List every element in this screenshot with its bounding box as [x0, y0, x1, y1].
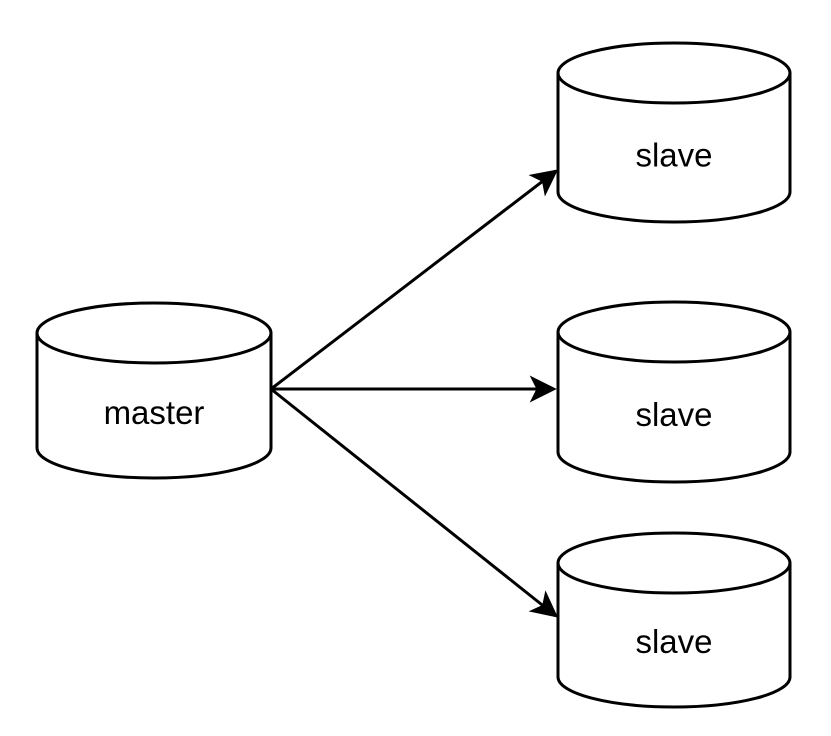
node-label-slave-3: slave — [635, 623, 712, 660]
node-label-slave-1: slave — [635, 137, 712, 174]
node-label-master: master — [104, 394, 205, 431]
node-label-slave-2: slave — [635, 396, 712, 433]
cylinder-body-master — [35, 333, 273, 480]
replication-arrow-master-to-slave-1 — [270, 169, 559, 391]
replication-arrow-master-to-slave-3 — [270, 387, 559, 618]
cylinder-body-slave-1 — [556, 73, 792, 224]
cylinder-top-slave-3 — [556, 531, 792, 595]
db-node-slave-1: slave — [556, 41, 792, 224]
cylinder-body-slave-3 — [556, 563, 792, 709]
cylinder-top-slave-1 — [556, 41, 792, 105]
cylinder-body-slave-2 — [556, 332, 792, 484]
cylinder-top-slave-2 — [556, 300, 792, 364]
cylinder-top-master — [35, 301, 273, 365]
db-node-slave-2: slave — [556, 300, 792, 484]
db-node-slave-3: slave — [556, 531, 792, 709]
db-node-master: master — [35, 301, 273, 480]
